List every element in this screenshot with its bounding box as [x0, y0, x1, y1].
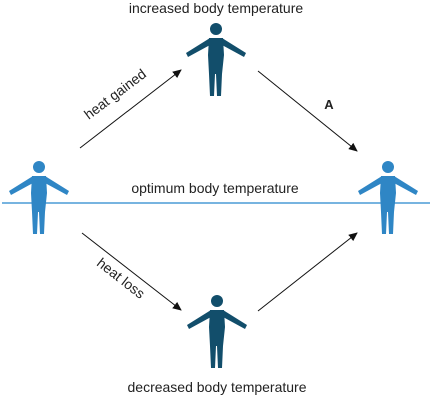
recovery-arrow	[257, 232, 358, 312]
person-figure-icon	[9, 161, 69, 234]
person-figure-icon	[358, 161, 418, 234]
heat-gained-label: heat gained	[81, 66, 149, 123]
increased-temperature-label: increased body temperature	[129, 0, 304, 16]
heat-loss-arrow	[81, 232, 182, 311]
optimum-temperature-label: optimum body temperature	[131, 180, 299, 196]
heat-gained-arrow	[79, 69, 182, 149]
arrow-a-label: A	[324, 97, 334, 112]
decreased-temperature-label: decreased body temperature	[128, 379, 307, 395]
arrow-a	[257, 70, 358, 152]
person-figure-icon	[187, 295, 247, 368]
person-figure-icon	[186, 23, 246, 96]
